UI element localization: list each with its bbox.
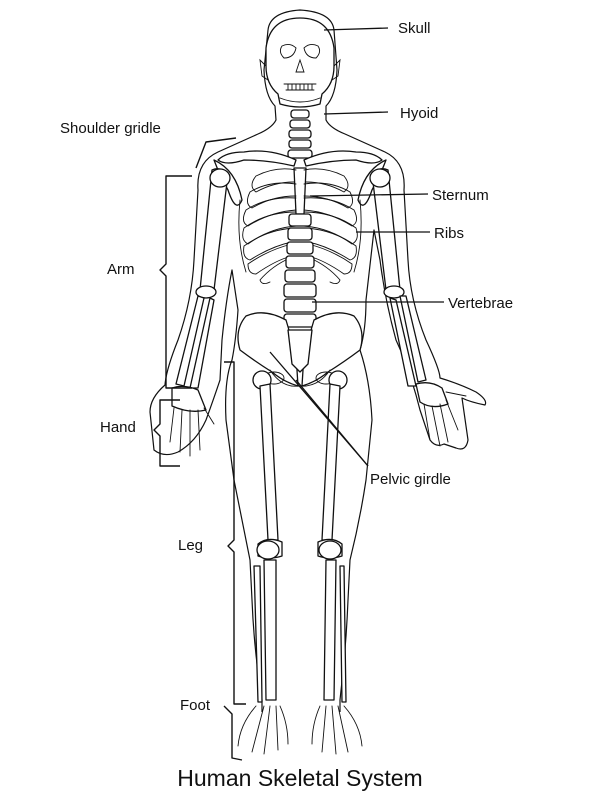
label-arm: Arm [107, 261, 135, 278]
rib-cage [238, 167, 362, 285]
foot-bracket [223, 705, 243, 761]
label-shoulder-girdle: Shoulder gridle [60, 120, 161, 137]
shoulder-bracket [195, 137, 237, 169]
label-hand: Hand [100, 419, 136, 436]
leader-lines [269, 27, 444, 467]
labels: Skull Hyoid Shoulder gridle Sternum Ribs… [60, 20, 513, 791]
skull [259, 17, 341, 108]
arm-bracket [159, 175, 192, 389]
label-foot: Foot [180, 697, 211, 714]
brackets [153, 137, 246, 761]
right-arm [369, 168, 467, 447]
hand-bracket [153, 399, 180, 467]
diagram-title: Human Skeletal System [177, 765, 422, 791]
label-skull: Skull [398, 20, 431, 37]
label-leg: Leg [178, 537, 203, 554]
label-sternum: Sternum [432, 187, 489, 204]
leg-bracket [224, 361, 246, 705]
lumbar-spine [283, 213, 317, 328]
left-leg [237, 370, 289, 755]
label-vertebrae: Vertebrae [448, 295, 513, 312]
label-hyoid: Hyoid [400, 105, 438, 122]
cervical-vertebrae [287, 109, 313, 159]
left-arm [169, 168, 231, 457]
label-pelvic-girdle: Pelvic girdle [370, 471, 451, 488]
right-leg [311, 370, 363, 755]
label-ribs: Ribs [434, 225, 464, 242]
